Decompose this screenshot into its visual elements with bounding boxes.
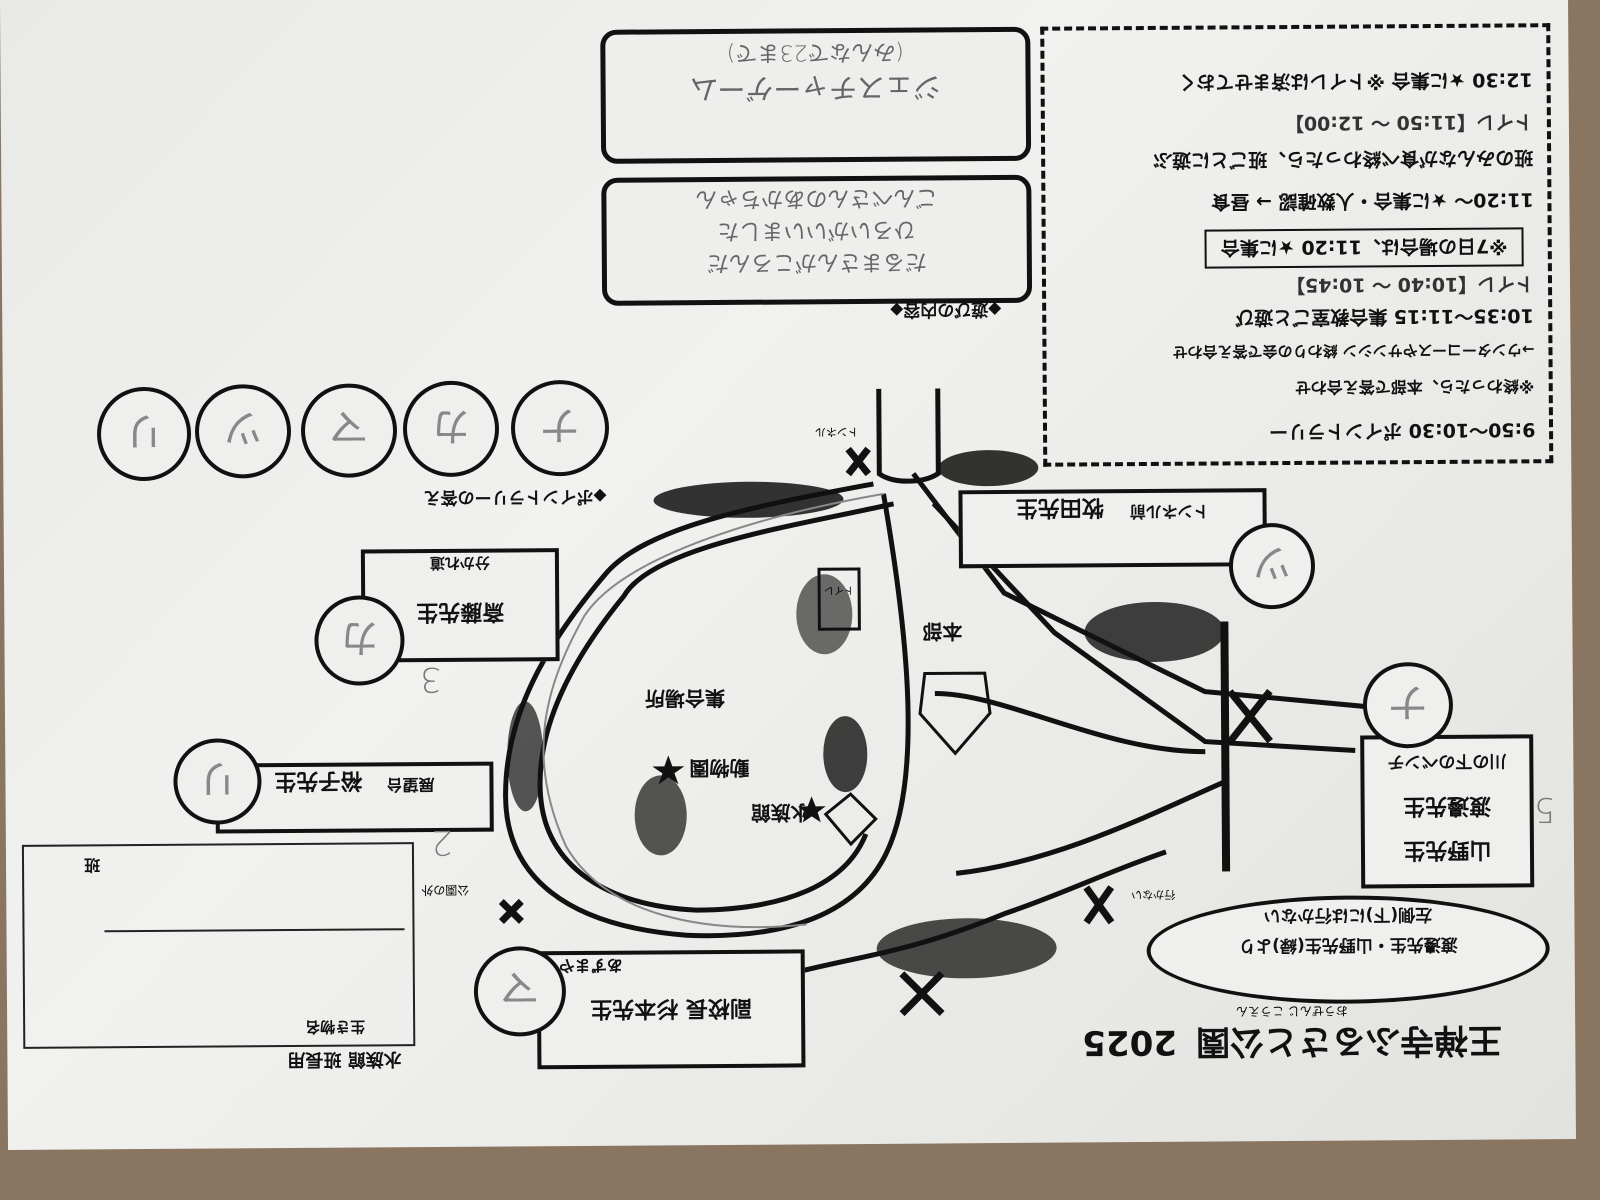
label-aquarium: 水族館 [750, 800, 811, 825]
worksheet-title: 水族館 班長用 [287, 1048, 402, 1071]
worksheet-creature-label: 生き物名 [305, 1017, 366, 1036]
station-number: 3 [419, 658, 442, 700]
station-answer-circle: ナ [1362, 661, 1454, 749]
label-outside: 公園の外 [421, 882, 470, 898]
station-answer-circle: ツ [1228, 522, 1316, 610]
station-answer-circle: リ [173, 738, 262, 825]
label-meeting-place: 集合場所 [644, 685, 725, 711]
tree-clusters [507, 450, 1225, 979]
label-zoo: 動物園 [689, 755, 750, 781]
station-answer-circle: マ [473, 946, 567, 1037]
station-answer-circle: カ [314, 595, 405, 686]
star-icons [652, 755, 826, 823]
station-box: 山野先生 渡邊先生 川の下のベンチ [1360, 734, 1535, 889]
worksheet-box: 班 生き物名 [21, 842, 416, 1049]
station-number: 2 [430, 821, 453, 863]
no-entry-marks [498, 446, 1273, 1017]
park-map-drawing [498, 388, 1406, 1017]
answer-line [104, 928, 405, 933]
label-toilet: トイレ [824, 584, 855, 596]
pencil-route [542, 492, 884, 929]
worksheet-group-label: 班 [83, 855, 101, 875]
gazebo-hq [918, 671, 992, 756]
station-number: 5 [1533, 789, 1556, 830]
label-tunnel: トンネル [814, 425, 859, 439]
label-hq: 本部 [922, 619, 963, 644]
station-box: 副校長 杉本先生 あずまや [536, 949, 806, 1070]
tunnel [876, 388, 941, 484]
map-paper: 9:50〜10:30 ポイントラリー ※終わったら、本部で答え合わせ →ウンター… [0, 0, 1576, 1150]
page-title: 王禅寺ふるさと公園 2025 おうぜんじ こうえん [1082, 1003, 1503, 1063]
station-box: トンネル前 牧田先生 [958, 488, 1267, 569]
main-path-loop [503, 481, 911, 939]
